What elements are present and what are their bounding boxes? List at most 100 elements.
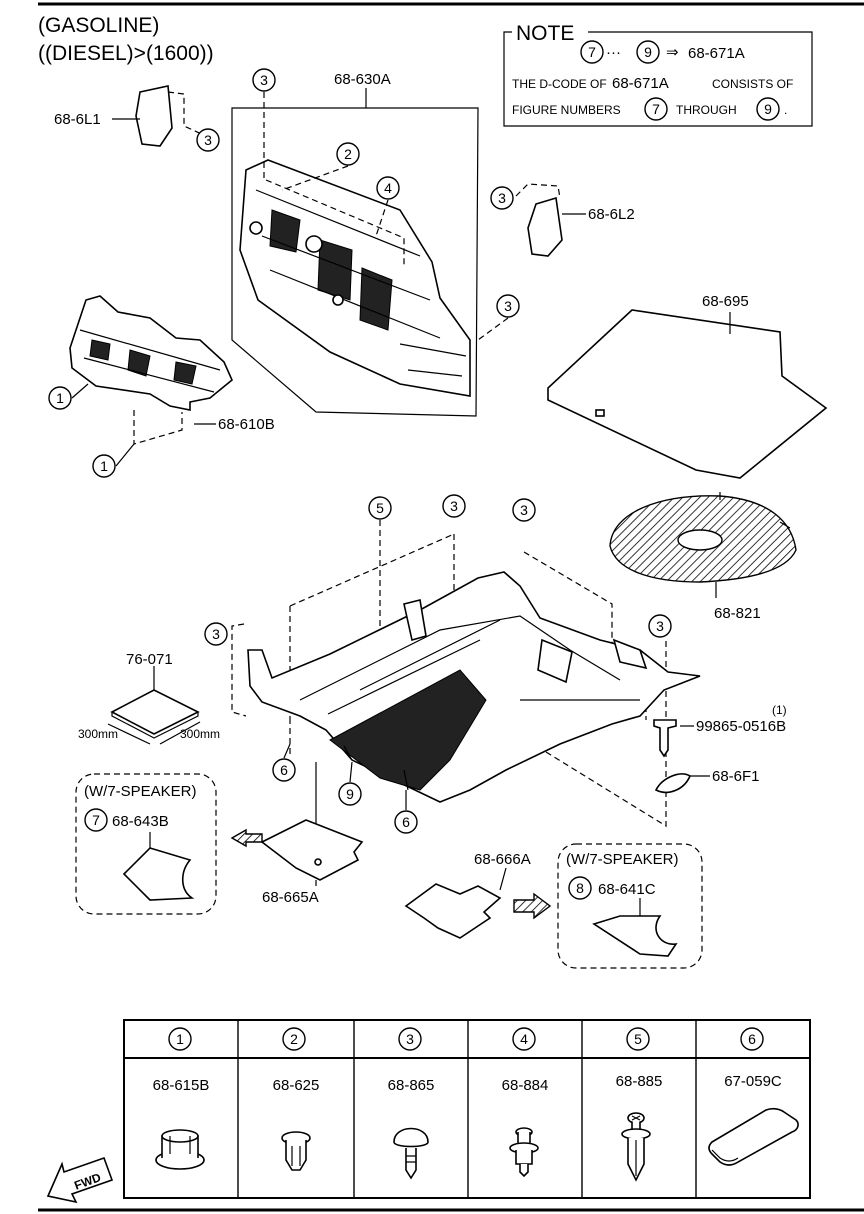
- svg-text:2: 2: [290, 1031, 298, 1047]
- note-range-sep: ···: [606, 44, 621, 61]
- callout-3-a: 3: [252, 68, 276, 92]
- callout-3-d: 3: [496, 294, 520, 318]
- svg-text:6: 6: [280, 762, 288, 778]
- screw-99865: [653, 719, 694, 758]
- svg-text:9: 9: [346, 786, 354, 802]
- note-text-b: 68-671A: [612, 75, 669, 92]
- label-68-6f1: 68-6F1: [712, 768, 760, 785]
- svg-text:3: 3: [656, 618, 664, 634]
- callout-3-f: 3: [442, 494, 466, 518]
- svg-text:3: 3: [498, 190, 506, 206]
- svg-text:6: 6: [748, 1031, 756, 1047]
- table-ref-3: 3: [398, 1027, 422, 1051]
- pad-68-6f1: [654, 773, 710, 794]
- sheet-76-071: [107, 666, 201, 745]
- svg-text:3: 3: [212, 626, 220, 642]
- round-head-clip-icon: [393, 1127, 429, 1180]
- label-68-666a: 68-666A: [474, 851, 531, 868]
- note-text-a: THE D-CODE OF: [512, 77, 607, 91]
- table-ref-1: 1: [168, 1027, 192, 1051]
- insulator-68-610b: [69, 295, 233, 445]
- table-ref-2: 2: [282, 1027, 306, 1051]
- table-ref-6: 6: [740, 1027, 764, 1051]
- svg-text:3: 3: [260, 72, 268, 88]
- note-callout-9b: 9: [756, 97, 780, 121]
- table-part-4: 68-884: [502, 1077, 549, 1094]
- speaker-box-right: (W/7-SPEAKER) 8 68-641C: [557, 843, 703, 969]
- svg-text:7: 7: [588, 44, 596, 60]
- callout-3-c: 3: [490, 186, 514, 210]
- svg-text:3: 3: [450, 498, 458, 514]
- insulator-68-6l1: [112, 85, 207, 147]
- note-callout-7: 7: [580, 40, 604, 64]
- speaker-left-ref: 7: [84, 808, 108, 832]
- note-title: NOTE: [516, 22, 574, 45]
- header-line-1: (GASOLINE): [38, 14, 159, 37]
- table-part-6: 67-059C: [724, 1073, 782, 1090]
- svg-text:2: 2: [344, 146, 352, 162]
- reference-table: 1 2 3 4 5 6 68-615B 68-625 68-865 68-884…: [123, 1019, 811, 1199]
- table-part-2: 68-625: [273, 1077, 320, 1094]
- svg-text:6: 6: [402, 814, 410, 830]
- svg-text:7: 7: [652, 101, 660, 117]
- screw-rivet-icon: [621, 1112, 651, 1182]
- svg-text:3: 3: [406, 1031, 414, 1047]
- svg-text:4: 4: [384, 180, 392, 196]
- callout-1-b: 1: [92, 454, 116, 478]
- pad-icon: [708, 1107, 799, 1166]
- callout-1-a: 1: [48, 386, 72, 410]
- note-box: NOTE 7 ··· 9 ⇒ 68-671A THE D-CODE OF 68-…: [503, 22, 813, 127]
- svg-text:1: 1: [100, 458, 108, 474]
- note-text-c: CONSISTS OF: [712, 77, 793, 91]
- note-arrow: ⇒: [666, 44, 679, 61]
- arrow-right-icon: [513, 892, 552, 920]
- callout-3-e: 3: [204, 622, 228, 646]
- svg-text:7: 7: [92, 812, 100, 828]
- speaker-box-left: (W/7-SPEAKER) 7 68-643B: [75, 773, 217, 915]
- insulator-68-6l2: [515, 183, 586, 257]
- speaker-left-part: 68-643B: [112, 813, 169, 830]
- trunk-mat-68-695: [547, 309, 828, 479]
- callout-2: 2: [336, 142, 360, 166]
- callout-5: 5: [368, 496, 392, 520]
- pad-68-665a: [260, 819, 364, 886]
- callout-6-b: 6: [394, 810, 418, 834]
- svg-text:3: 3: [204, 132, 212, 148]
- note-text-f: .: [784, 103, 787, 117]
- note-callout-7b: 7: [644, 97, 668, 121]
- floor-insulator-main: [231, 520, 701, 828]
- table-part-5: 68-885: [616, 1073, 663, 1090]
- note-range-target: 68-671A: [688, 45, 745, 62]
- label-dim-a: 300mm: [78, 727, 118, 741]
- label-68-630a: 68-630A: [334, 71, 391, 88]
- table-part-3: 68-865: [388, 1077, 435, 1094]
- speaker-right-ref: 8: [568, 876, 592, 900]
- speaker-right-part: 68-641C: [598, 881, 656, 898]
- callout-4: 4: [376, 176, 400, 200]
- svg-text:9: 9: [644, 44, 652, 60]
- label-68-821: 68-821: [714, 605, 761, 622]
- label-68-665a: 68-665A: [262, 889, 319, 906]
- svg-text:3: 3: [504, 298, 512, 314]
- table-ref-5: 5: [626, 1027, 650, 1051]
- label-68-6l1: 68-6L1: [54, 111, 101, 128]
- grommet-clip-icon: [155, 1129, 205, 1170]
- label-99865-qty: (1): [772, 703, 787, 717]
- header-line-2: ((DIESEL)>(1600)): [38, 42, 214, 65]
- push-clip-icon: [281, 1131, 311, 1171]
- svg-text:1: 1: [176, 1031, 184, 1047]
- callout-3-g: 3: [512, 498, 536, 522]
- label-68-610b: 68-610B: [218, 416, 275, 433]
- svg-text:4: 4: [520, 1031, 528, 1047]
- speaker-left-title: (W/7-SPEAKER): [84, 783, 197, 800]
- callout-6-a: 6: [272, 758, 296, 782]
- fwd-arrow-icon: FWD: [46, 1156, 114, 1204]
- speaker-right-title: (W/7-SPEAKER): [566, 851, 679, 868]
- label-68-695: 68-695: [702, 293, 749, 310]
- note-callout-9: 9: [636, 40, 660, 64]
- arrow-left-icon: [230, 828, 263, 848]
- pad-68-666a: [404, 867, 507, 939]
- spare-cover-68-821: [609, 492, 797, 598]
- stud-clip-icon: [509, 1127, 539, 1178]
